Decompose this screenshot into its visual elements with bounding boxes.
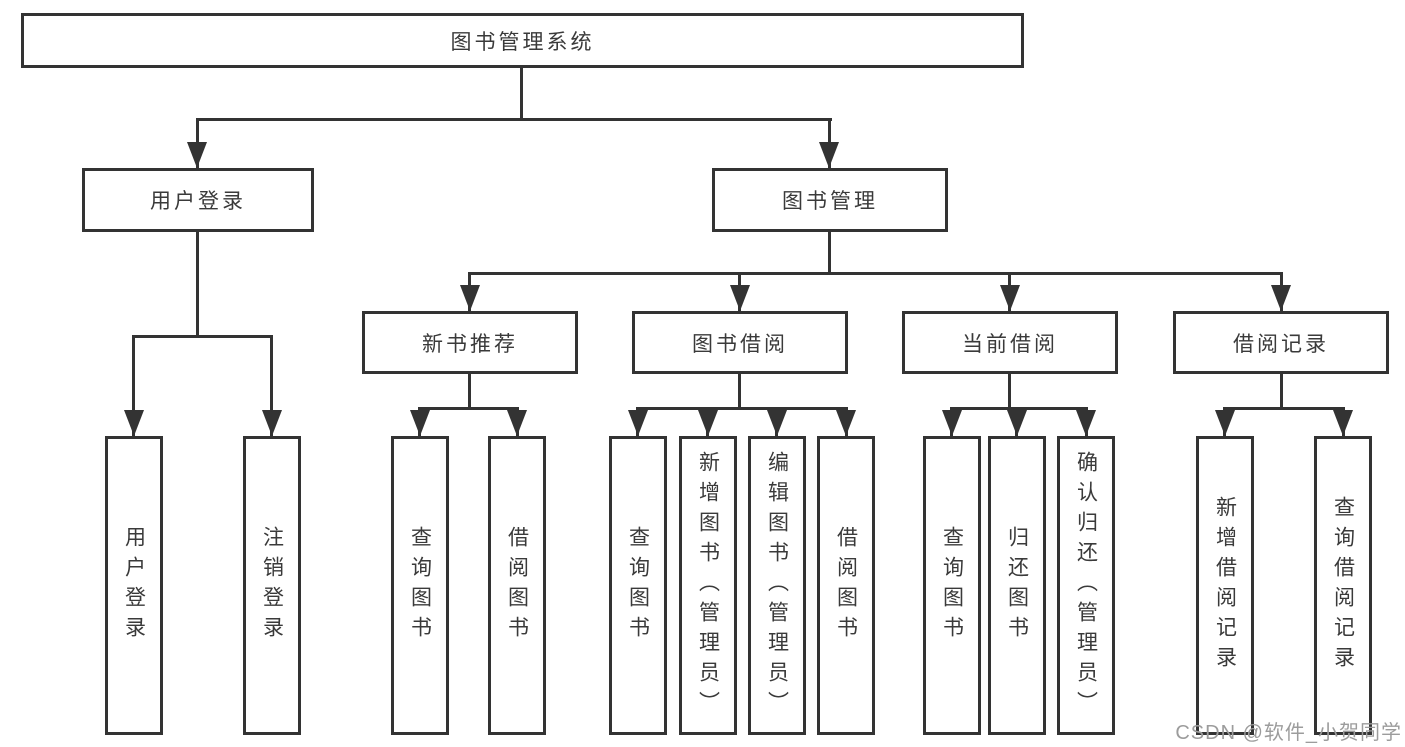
node-library-system: 图书管理系统 bbox=[21, 13, 1024, 68]
leaf-label: 借阅图书 bbox=[834, 525, 858, 646]
arrow-down bbox=[836, 410, 856, 436]
leaf-query-borrow-record: 查询借阅记录 bbox=[1314, 436, 1372, 735]
arrow-down bbox=[1271, 285, 1291, 311]
node-label: 图书借阅 bbox=[692, 332, 788, 356]
node-book-management: 图书管理 bbox=[712, 168, 948, 232]
arrow-down bbox=[187, 142, 207, 168]
arrow-down bbox=[628, 410, 648, 436]
node-label: 图书管理系统 bbox=[450, 30, 595, 54]
leaf-add-books-admin: 新增图书（管理员） bbox=[679, 436, 737, 735]
arrow-down bbox=[460, 285, 480, 311]
leaf-label: 用户登录 bbox=[122, 525, 146, 646]
connector-stem-leaf bbox=[132, 335, 135, 436]
leaf-label: 确认归还（管理员） bbox=[1074, 450, 1098, 721]
connector-book-management-stem bbox=[828, 232, 831, 272]
leaf-query-books-borrow: 查询图书 bbox=[609, 436, 667, 735]
arrow-down bbox=[1000, 285, 1020, 311]
leaf-label: 查询借阅记录 bbox=[1331, 495, 1355, 676]
connector-book-borrow-stem bbox=[738, 374, 741, 407]
leaf-user-login: 用户登录 bbox=[105, 436, 163, 735]
leaf-logout: 注销登录 bbox=[243, 436, 301, 735]
leaf-query-books-current: 查询图书 bbox=[923, 436, 981, 735]
connector-current-borrow-branch bbox=[950, 407, 1088, 410]
node-book-borrow: 图书借阅 bbox=[632, 311, 848, 374]
leaf-label: 借阅图书 bbox=[505, 525, 529, 646]
arrow-down bbox=[767, 410, 787, 436]
connector-root-branch bbox=[196, 118, 832, 121]
leaf-label: 编辑图书（管理员） bbox=[765, 450, 789, 721]
node-label: 借阅记录 bbox=[1233, 332, 1329, 356]
leaf-label: 查询图书 bbox=[408, 525, 432, 646]
node-current-borrow: 当前借阅 bbox=[902, 311, 1118, 374]
arrow-down bbox=[1333, 410, 1353, 436]
leaf-label: 查询图书 bbox=[940, 525, 964, 646]
node-label: 当前借阅 bbox=[962, 332, 1058, 356]
leaf-edit-books-admin: 编辑图书（管理员） bbox=[748, 436, 806, 735]
arrow-down bbox=[730, 285, 750, 311]
arrow-down bbox=[262, 410, 282, 436]
leaf-borrow-books-recommend: 借阅图书 bbox=[488, 436, 546, 735]
arrow-down bbox=[507, 410, 527, 436]
connector-borrow-records-branch bbox=[1223, 407, 1345, 410]
arrow-down bbox=[819, 142, 839, 168]
connector-current-borrow-stem bbox=[1008, 374, 1011, 407]
node-label: 用户登录 bbox=[150, 190, 246, 213]
node-user-login: 用户登录 bbox=[82, 168, 314, 232]
leaf-add-borrow-record: 新增借阅记录 bbox=[1196, 436, 1254, 735]
connector-new-book-stem bbox=[468, 374, 471, 407]
arrow-down bbox=[942, 410, 962, 436]
arrow-down bbox=[410, 410, 430, 436]
leaf-return-books: 归还图书 bbox=[988, 436, 1046, 735]
connector-book-borrow-branch bbox=[636, 407, 848, 410]
connector-borrow-records-stem bbox=[1280, 374, 1283, 407]
connector-new-book-branch bbox=[418, 407, 519, 410]
arrow-down bbox=[1076, 410, 1096, 436]
connector-book-management-branch bbox=[468, 272, 1283, 275]
connector-root-stem bbox=[520, 68, 523, 118]
node-new-book-recommend: 新书推荐 bbox=[362, 311, 578, 374]
connector-stem-leaf bbox=[270, 335, 273, 436]
leaf-label: 查询图书 bbox=[626, 525, 650, 646]
connector-user-login-stem bbox=[196, 232, 199, 335]
node-label: 图书管理 bbox=[782, 190, 878, 213]
leaf-label: 注销登录 bbox=[260, 525, 284, 646]
leaf-label: 新增图书（管理员） bbox=[696, 450, 720, 721]
watermark: CSDN @软件_小贺同学 bbox=[1175, 722, 1402, 744]
arrow-down bbox=[1007, 410, 1027, 436]
node-label: 新书推荐 bbox=[422, 332, 518, 356]
connector-user-login-branch bbox=[132, 335, 273, 338]
leaf-label: 归还图书 bbox=[1005, 525, 1029, 646]
arrow-down bbox=[1215, 410, 1235, 436]
leaf-borrow-books: 借阅图书 bbox=[817, 436, 875, 735]
arrow-down bbox=[124, 410, 144, 436]
leaf-query-books-recommend: 查询图书 bbox=[391, 436, 449, 735]
leaf-label: 新增借阅记录 bbox=[1213, 495, 1237, 676]
arrow-down bbox=[698, 410, 718, 436]
node-borrow-records: 借阅记录 bbox=[1173, 311, 1389, 374]
leaf-confirm-return-admin: 确认归还（管理员） bbox=[1057, 436, 1115, 735]
